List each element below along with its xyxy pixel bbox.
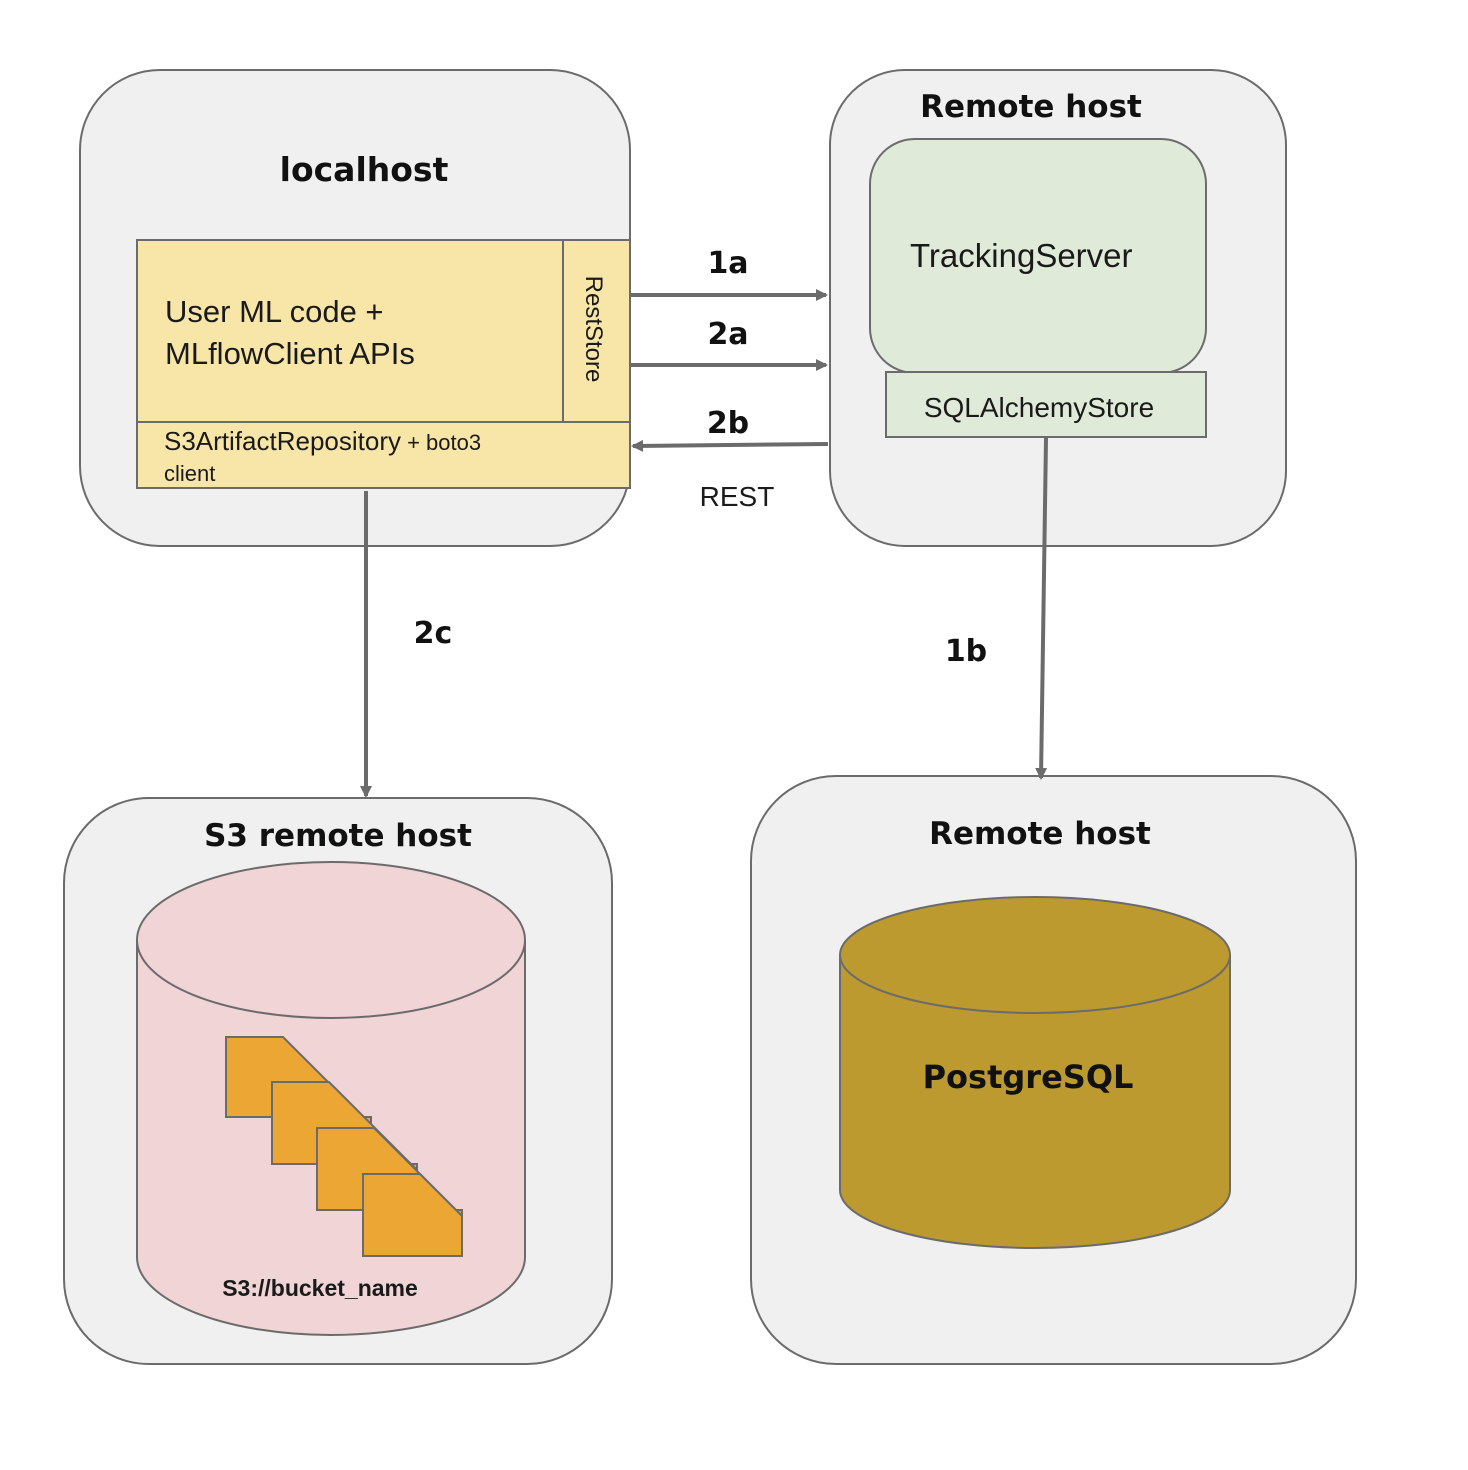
- user-code-box: [136, 239, 564, 423]
- rest-store-label: RestStore: [580, 276, 607, 383]
- localhost-title: localhost: [280, 150, 449, 189]
- postgres-label: PostgreSQL: [923, 1058, 1134, 1096]
- arrow-2a-label: 2a: [707, 317, 748, 352]
- file-icon: [362, 1173, 463, 1257]
- rest-label: REST: [700, 481, 775, 512]
- s3-bucket-label: S3://bucket_name: [222, 1275, 418, 1301]
- postgres-cylinder-body: [839, 955, 1231, 1249]
- postgres-cylinder-top: [839, 896, 1231, 1014]
- arrow-2b-label: 2b: [707, 406, 749, 441]
- user-code-line2: MLflowClient APIs: [165, 336, 415, 371]
- postgres-cylinder: [839, 896, 1231, 1249]
- s3-artifact-repo-suffix: + boto3: [401, 430, 481, 455]
- s3-cylinder-top: [136, 861, 526, 1019]
- arrow-1b-label: 1b: [945, 634, 987, 669]
- arrows: 1a 2a 2b REST 2c 1b: [360, 246, 1048, 798]
- remote-db-host: Remote host PostgreSQL: [750, 775, 1357, 1365]
- s3-artifact-repo-main: S3ArtifactRepository: [164, 426, 401, 456]
- sqlalchemy-store-box: [885, 371, 1207, 438]
- arrow-1b: [1035, 437, 1048, 780]
- arrow-1a-label: 1a: [707, 246, 748, 281]
- s3-artifact-repo-line2: client: [164, 461, 215, 486]
- tracking-server-label: TrackingServer: [910, 237, 1133, 274]
- user-code-line1: User ML code +: [165, 294, 384, 329]
- s3-artifact-repo-box: [136, 421, 631, 489]
- s3-artifact-repo-label: S3ArtifactRepository + boto3: [164, 426, 481, 456]
- file-stack-icon: [225, 1036, 463, 1257]
- remote-tracking-title: Remote host: [920, 89, 1142, 125]
- s3-remote-title: S3 remote host: [204, 818, 472, 854]
- sqlalchemy-store-label: SQLAlchemyStore: [924, 392, 1154, 423]
- remote-db-title: Remote host: [929, 816, 1151, 852]
- localhost-host: localhost User ML code + MLflowClient AP…: [79, 69, 631, 547]
- arrow-2b: [631, 439, 829, 452]
- rest-store-box: [562, 239, 631, 423]
- s3-remote-host: S3 remote host S3://bucket_name: [63, 797, 613, 1365]
- remote-tracking-host: Remote host TrackingServer SQLAlchemySto…: [829, 69, 1287, 547]
- arrow-2c-label: 2c: [414, 616, 453, 651]
